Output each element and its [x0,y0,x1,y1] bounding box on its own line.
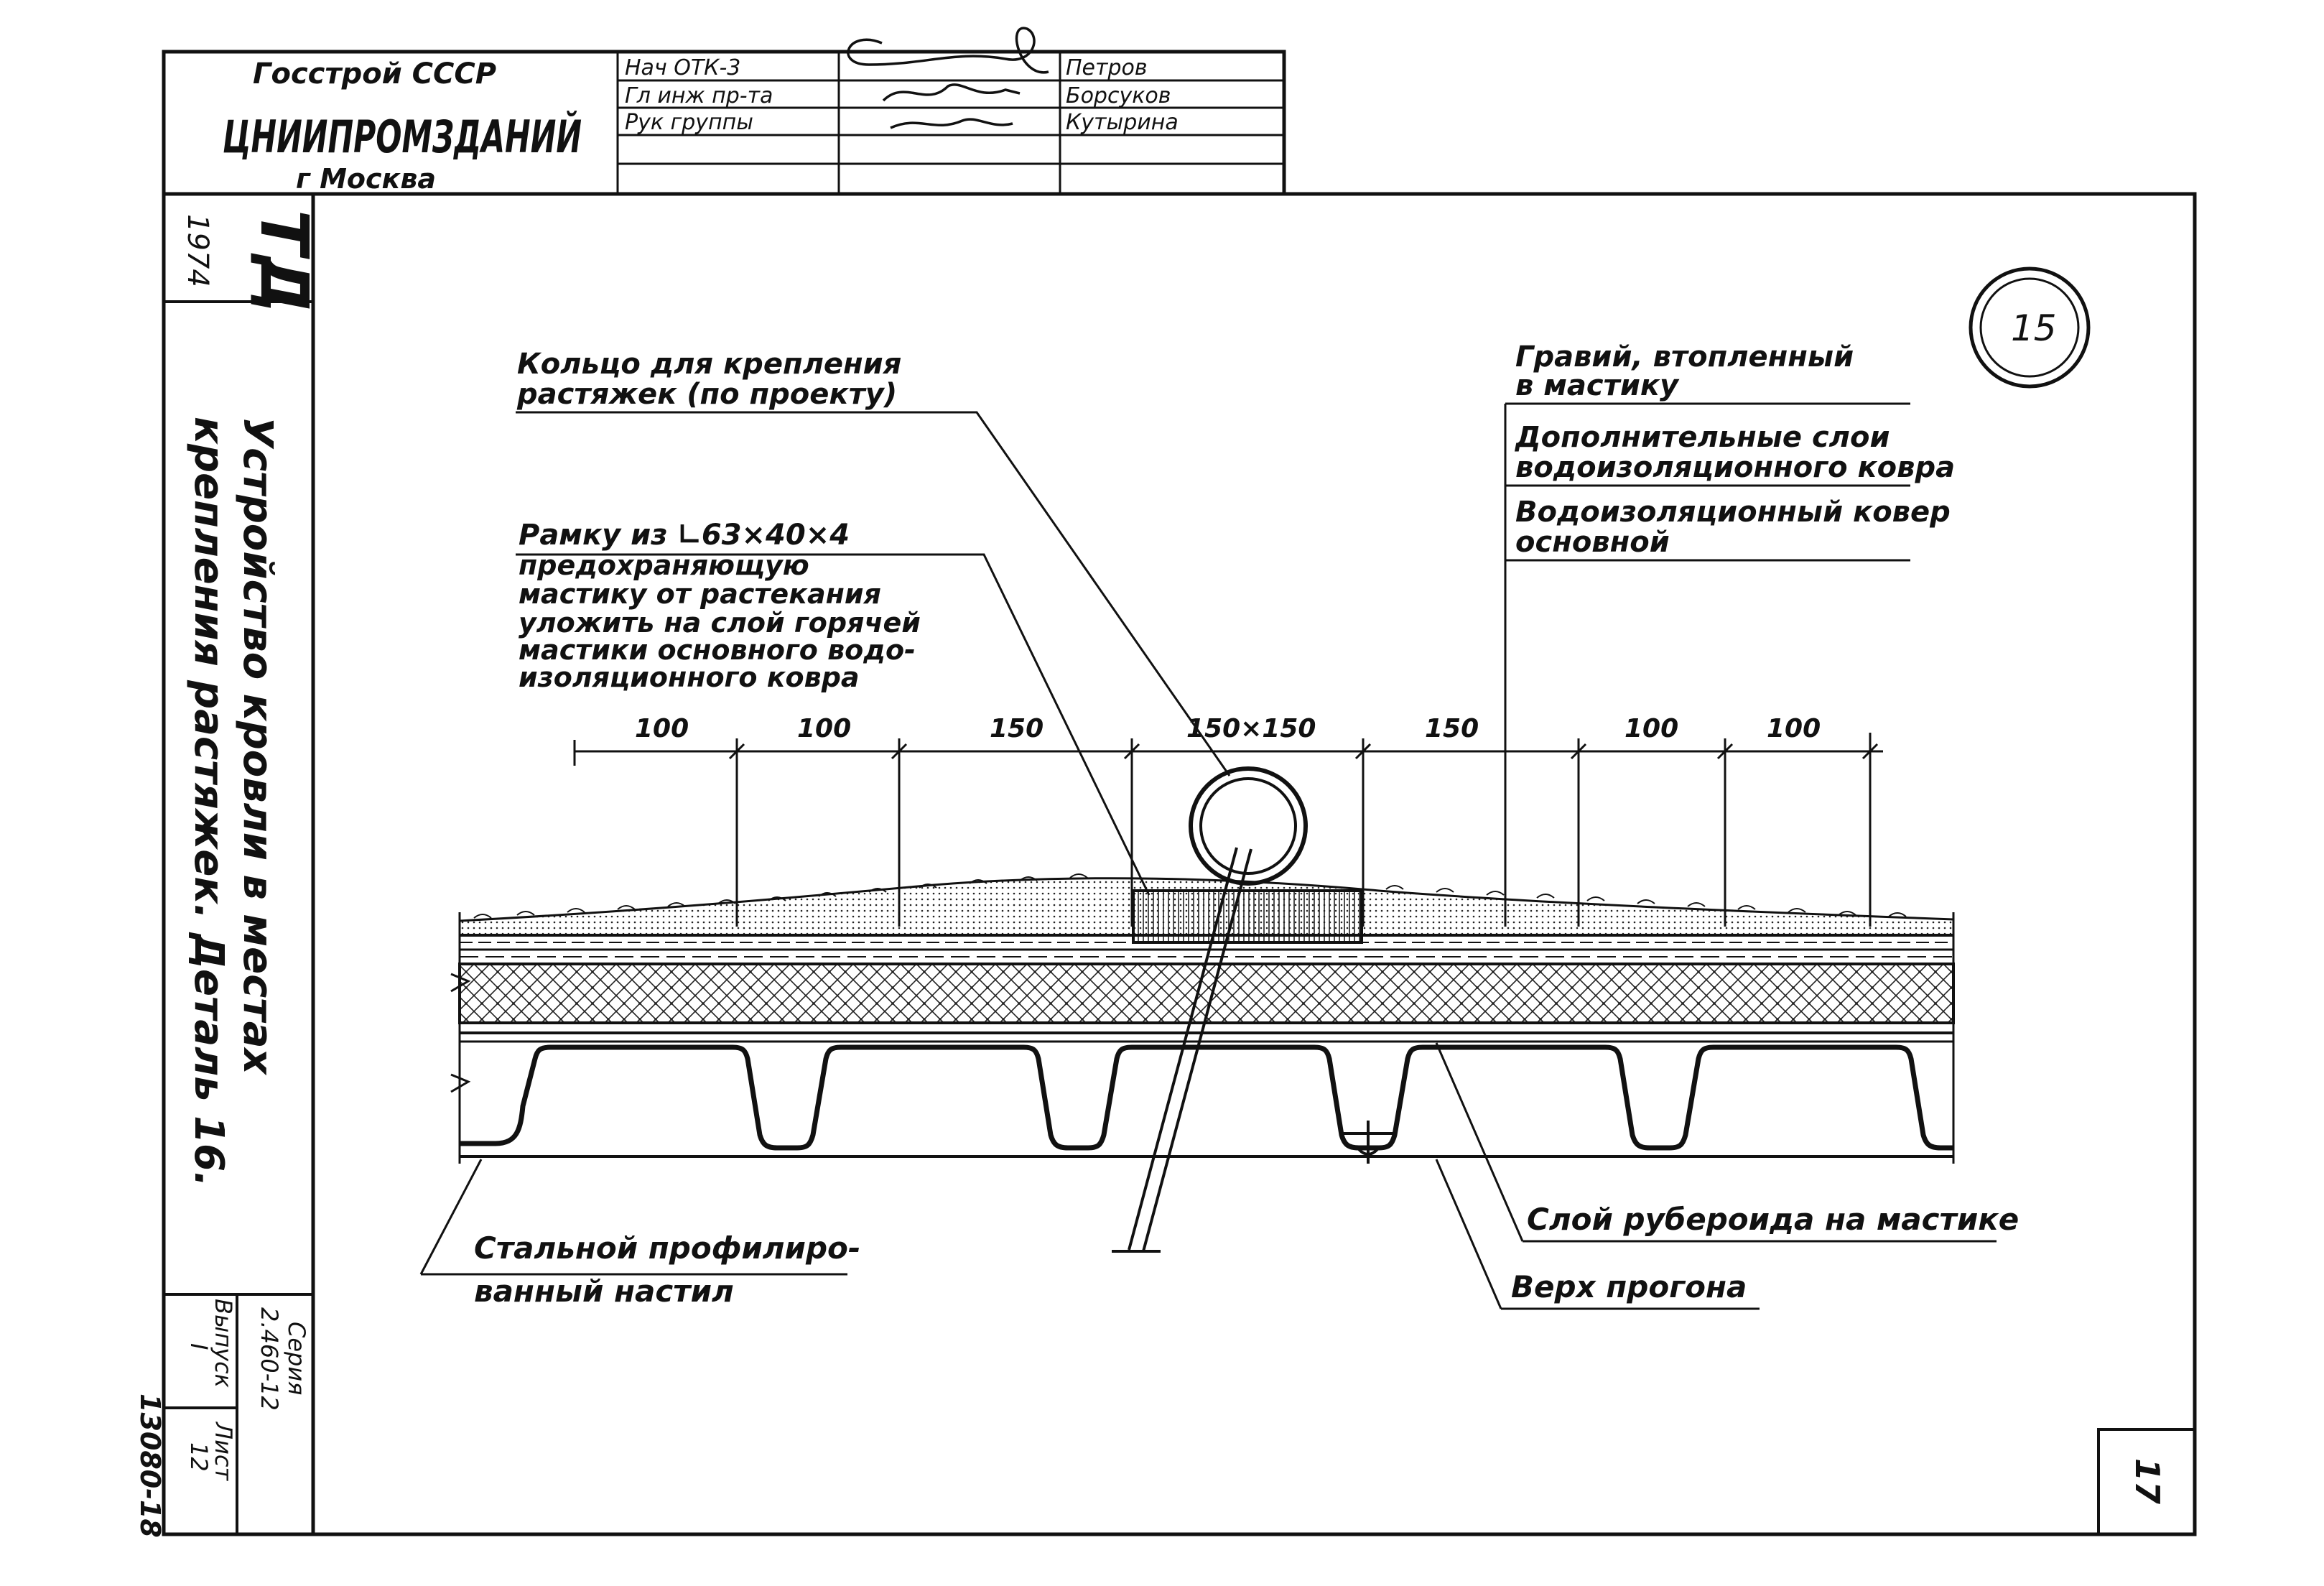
gravel-stones [473,873,1907,919]
sheet-label: Лист [210,1422,237,1481]
callout-ring: Кольцо для крепления растяжек (по проект… [516,348,1231,776]
role-group-lead: Рук группы [625,110,753,135]
callout-layers [1504,402,1910,927]
dimension-3: 150 [990,714,1044,743]
name-kutyrina: Кутырина [1066,110,1179,135]
page-number: 17 [2128,1458,2167,1504]
callout-ring-line2: растяжек (по проекту) [516,378,897,411]
callout-gravel-line2: в мастику [1515,369,1680,402]
callout-main-carpet-line1: Водоизоляционный ковер [1515,496,1951,529]
steel-deck-profile [460,1044,1953,1151]
callout-steel-deck-line1: Стальной профилиро- [474,1230,860,1266]
issue-label: Выпуск [210,1299,237,1388]
name-borsukov: Борсуков [1066,83,1171,108]
dimension-line [573,733,1883,927]
sheet-frame [162,50,2197,1536]
callout-frame-line4: уложить на слой горячей [519,607,921,639]
callout-purlin-top: Верх прогона [1435,1159,1760,1310]
sheet-number: 12 [185,1442,213,1472]
callout-main-carpet-line2: основной [1515,526,1670,559]
sheet-title-line2: крепления растяжек. Деталь 16. [185,417,232,1187]
sheet-title-line1: Устройство кровли в местах [234,417,281,1076]
dimension-2: 100 [797,714,851,743]
deck-fastener [1343,1121,1393,1164]
callout-frame-line3: мастику от растекания [519,578,881,610]
vapour-barrier [460,1031,1953,1043]
callout-frame-line6: изоляционного ковра [519,662,860,693]
callout-ring-line1: Кольцо для крепления [517,348,901,381]
archive-number: 13080-18 [134,1393,166,1538]
institute-name: ЦНИИПРОМЗДАНИЙ [223,111,582,163]
callout-gravel-line1: Гравий, втопленный [1515,340,1854,374]
organization-name: Госстрой СССР [253,57,496,91]
left-column-lines [164,300,313,1534]
role-chief-qc: Нач ОТК-3 [625,55,740,80]
break-mark-left [450,912,471,1164]
series-label: Серия [283,1322,310,1395]
dimension-7: 100 [1767,714,1821,743]
city-name: г Москва [296,163,436,195]
callout-steel-deck-line2: ванный настил [474,1274,734,1309]
role-chief-engineer: Гл инж пр-та [625,83,773,108]
callout-additional-line1: Дополнительные слои [1514,421,1890,454]
handwritten-signatures [847,27,1049,129]
dimension-5: 150 [1425,714,1479,743]
detail-marker: 15 [1969,266,2091,389]
callout-purlin-top-text: Верх прогона [1511,1269,1747,1304]
name-petrov: Петров [1066,55,1148,80]
anchor-rod [1112,847,1252,1253]
detail-number: 15 [2011,307,2057,349]
stamp-td: ТД [246,210,322,314]
stamp-year: 1974 [181,214,214,287]
anchor-ring [1189,766,1308,886]
callout-roofing-felt-text: Слой рубероида на мастике [1527,1202,2019,1237]
dimension-1: 100 [635,714,689,743]
callout-frame-line5: мастики основного водо- [519,634,916,666]
page-number-box [2097,1428,2196,1536]
dimension-4: 150×150 [1186,714,1316,743]
title-block [616,52,1284,194]
issue-number: I [185,1343,213,1350]
callout-frame-line1: Рамку из ∟63×40×4 [519,519,850,552]
callout-frame: Рамку из ∟63×40×4 предохраняющую мастику… [516,519,1151,896]
callout-additional-line2: водоизоляционного ковра [1515,451,1955,484]
callout-steel-deck: Стальной профилиро- ванный настил [419,1159,860,1309]
roof-section [450,766,1955,1253]
series-number: 2.460-12 [256,1307,283,1411]
callout-roofing-felt: Слой рубероида на мастике [1435,1042,2019,1243]
dimension-6: 100 [1625,714,1678,743]
